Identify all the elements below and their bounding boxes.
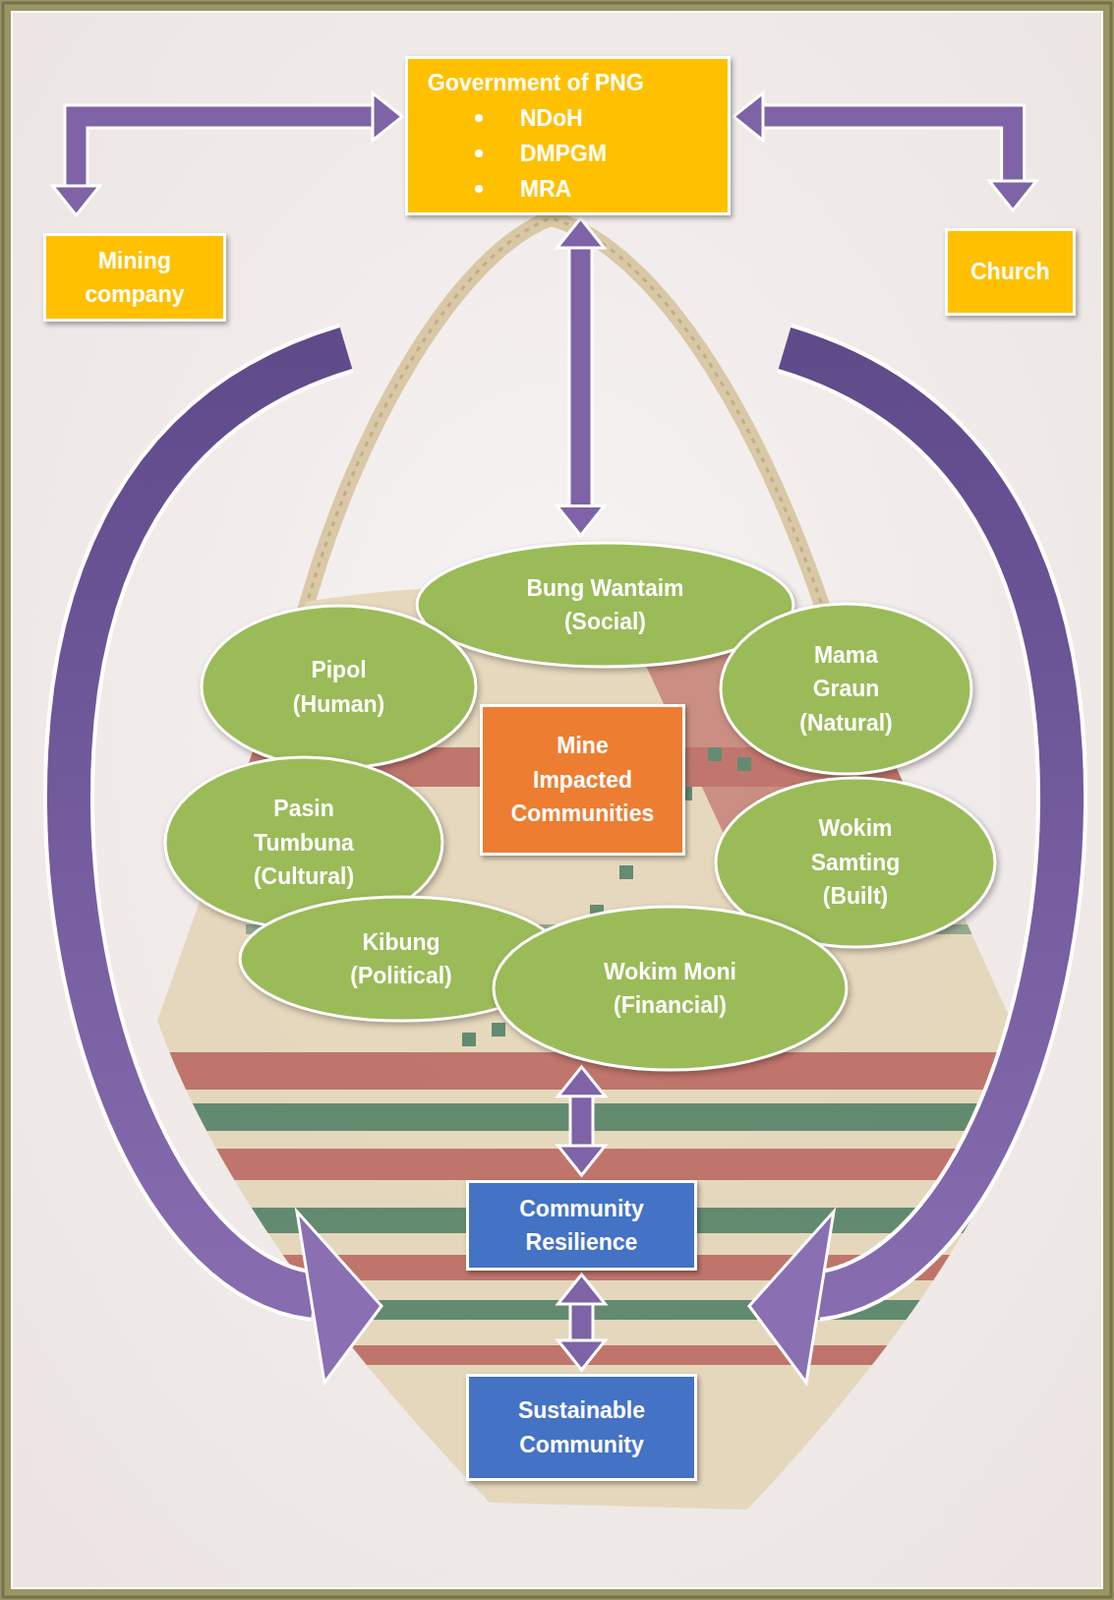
- node-content: Sustainable Community: [508, 1393, 656, 1462]
- arrow-shaft: [572, 1301, 592, 1343]
- node-content: Mining company: [78, 243, 192, 312]
- arrow-outline: [569, 1301, 595, 1343]
- node-label: Mining company: [78, 243, 192, 312]
- arrow-head: [372, 93, 403, 141]
- bullet-item: NDoH: [520, 100, 584, 136]
- node-label: Mine Impacted Communities: [508, 728, 658, 831]
- arrow-outline: [569, 1094, 595, 1148]
- bullet-item: DMPGM: [520, 135, 607, 172]
- node-label: Bung Wantaim (Social): [517, 571, 695, 640]
- arrow-head: [558, 1066, 606, 1097]
- capital-ellipse: Pipol (Human): [199, 603, 478, 770]
- centre-box: Mine Impacted Communities: [479, 703, 686, 856]
- capital-ellipse: Mama Graun (Natural): [718, 601, 974, 776]
- node-content: Wokim Moni (Financial): [586, 954, 755, 1023]
- node-label: Wokim Samting (Built): [799, 811, 913, 914]
- stakeholder-box: Mining company: [43, 233, 227, 322]
- node-content: Church: [970, 254, 1051, 290]
- arrow-outline: [761, 117, 1013, 183]
- node-label: Mama Graun (Natural): [789, 638, 903, 741]
- bullet-item: MRA: [520, 171, 572, 207]
- node-content: Community Resilience: [508, 1191, 656, 1260]
- node-content: Pasin Tumbuna (Cultural): [242, 791, 366, 894]
- curved-arrow-head: [749, 1211, 834, 1383]
- block-arrow: [558, 1274, 606, 1370]
- node-content: Government of PNGNDoHDMPGMMRA: [427, 64, 645, 207]
- arrow-head: [558, 1145, 606, 1175]
- outcome-box: Sustainable Community: [466, 1373, 698, 1481]
- node-content: Mama Graun (Natural): [789, 638, 903, 741]
- block-arrow: [557, 218, 605, 536]
- block-arrow: [733, 93, 1037, 211]
- node-label: Pasin Tumbuna (Cultural): [242, 791, 366, 894]
- node-label: Wokim Moni (Financial): [586, 954, 755, 1023]
- node-label: Kibung (Political): [335, 925, 469, 994]
- node-content: Wokim Samting (Built): [799, 811, 913, 914]
- capital-ellipse: Wokim Moni (Financial): [491, 904, 849, 1072]
- arrow-shaft: [75, 117, 375, 188]
- ellipse-shape: [201, 605, 476, 768]
- arrow-shaft: [571, 245, 591, 509]
- node-content: Mine Impacted Communities: [508, 728, 658, 831]
- arrow-head: [557, 218, 605, 248]
- arrow-shaft: [761, 117, 1013, 183]
- box-heading: Government of PNG: [427, 64, 645, 101]
- node-label: Church: [970, 254, 1051, 290]
- arrow-shaft: [572, 1094, 592, 1148]
- arrow-head: [52, 185, 100, 216]
- node-content: Kibung (Political): [335, 925, 469, 994]
- arrow-outline: [75, 117, 375, 188]
- ellipse-outline: [491, 904, 849, 1072]
- block-arrow: [52, 93, 403, 216]
- node-content: Bung Wantaim (Social): [517, 571, 695, 640]
- node-label: Pipol (Human): [287, 652, 391, 721]
- bag-body: [157, 586, 1035, 1510]
- cloth-ground: [11, 11, 1103, 1588]
- ellipse-outline: [199, 603, 478, 770]
- node-label: Community Resilience: [508, 1191, 656, 1260]
- node-label: Sustainable Community: [508, 1393, 656, 1462]
- arrow-head: [989, 180, 1037, 211]
- arrow-outline: [568, 245, 594, 509]
- ellipse-shape: [720, 603, 972, 774]
- block-arrow: [558, 1066, 606, 1175]
- arrow-head: [558, 1340, 606, 1370]
- outcome-box: Community Resilience: [466, 1179, 698, 1271]
- organisation-box: Government of PNGNDoHDMPGMMRA: [405, 56, 731, 216]
- arrow-head: [733, 93, 763, 141]
- node-content: Pipol (Human): [287, 652, 391, 721]
- arrow-head: [557, 506, 605, 536]
- curved-arrow-head: [296, 1211, 382, 1383]
- ellipse-shape: [493, 906, 847, 1070]
- stakeholder-box: Church: [944, 228, 1076, 316]
- arrow-head: [558, 1274, 606, 1304]
